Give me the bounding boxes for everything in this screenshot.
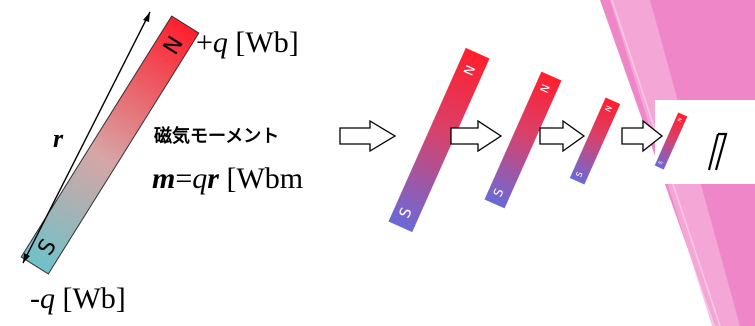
formula-eq: = [175,162,193,195]
small-north-label: N [603,104,614,113]
right-arrow-icon [539,119,586,153]
formula-r: r [207,162,219,195]
minus-charge-label: -q [Wb] [30,282,126,316]
big-magnet-bar [20,15,200,275]
slide-decoration [600,0,755,326]
right-arrow-icon [339,119,397,153]
formula-q: q [192,162,208,195]
arrow-row [339,119,664,153]
small-magnet-bar [388,47,490,233]
big-magnet: N S [20,15,200,275]
small-magnet-4: N S [654,112,688,170]
plus-q: q [212,26,228,59]
minus-q: q [40,282,55,315]
small-north-label: N [677,117,684,123]
right-arrow-icon [621,119,664,153]
moment-formula: m=qr [Wbm [152,162,303,196]
double-arrow-icon [22,11,151,264]
small-magnet-2: N S [484,71,562,209]
formula-m: m [152,162,176,195]
plus-unit: [Wb] [227,26,299,59]
small-magnet-1: N S [388,47,490,233]
formula-unit: [Wbm [218,162,304,195]
moment-title: 磁気モーメント [154,126,280,147]
small-magnet-bar [484,71,562,209]
cropped-glyph [707,132,728,171]
right-arrow-icon [450,119,503,153]
length-label: r [53,124,64,153]
plus-sign: + [196,26,213,59]
small-south-label: S [574,170,584,178]
minus-unit: [Wb] [55,282,126,315]
small-magnet-3: N S [569,97,621,185]
small-magnet-bar [569,97,621,185]
small-magnet-bar [654,112,688,170]
minus-sign: - [30,282,40,315]
plus-charge-label: +q [Wb] [196,26,299,60]
small-south-label: S [658,160,665,165]
